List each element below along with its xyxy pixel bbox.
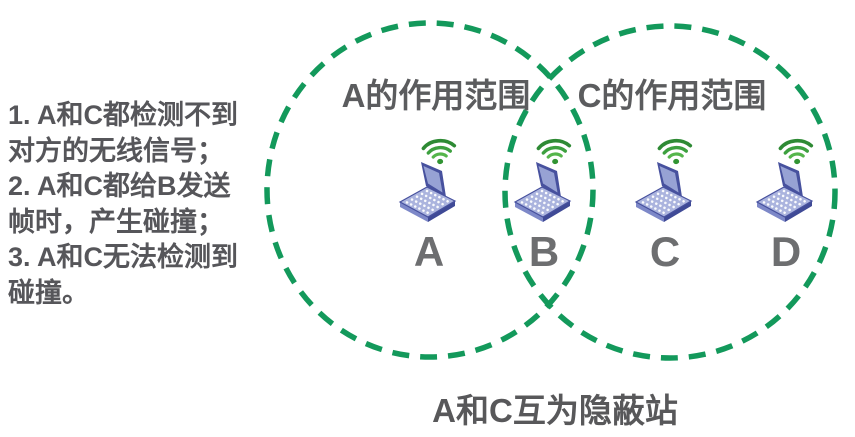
laptop-wifi-icon (620, 133, 710, 233)
laptop-wifi-icon (741, 133, 831, 233)
note-line-4: 帧时，产生碰撞； (8, 206, 224, 237)
range-circle-a (264, 20, 596, 360)
notes-block: 1. A和C都检测不到 对方的无线信号； 2. A和C都给B发送 帧时，产生碰撞… (8, 98, 270, 311)
laptop-wifi-icon (499, 133, 589, 233)
station-c-label: C (649, 228, 681, 275)
note-line-2: 对方的无线信号； (8, 135, 224, 166)
station-b-label: B (528, 228, 560, 275)
note-line-1: 1. A和C都检测不到 (8, 100, 239, 130)
station-d-label: D (770, 228, 802, 275)
note-line-6: 碰撞。 (8, 277, 89, 308)
note-line-5: 3. A和C无法检测到 (8, 242, 239, 272)
station-a: A (384, 133, 474, 273)
station-a-label: A (413, 228, 445, 275)
range-circle-c (502, 23, 838, 361)
laptop-wifi-icon (384, 133, 474, 233)
station-d: D (741, 133, 831, 273)
range-label-a: A的作用范围 (341, 77, 531, 114)
diagram-caption: A和C互为隐蔽站 (432, 392, 678, 429)
station-b: B (499, 133, 589, 273)
range-label-c: C的作用范围 (577, 77, 767, 114)
note-line-3: 2. A和C都给B发送 (8, 171, 231, 201)
station-c: C (620, 133, 710, 273)
